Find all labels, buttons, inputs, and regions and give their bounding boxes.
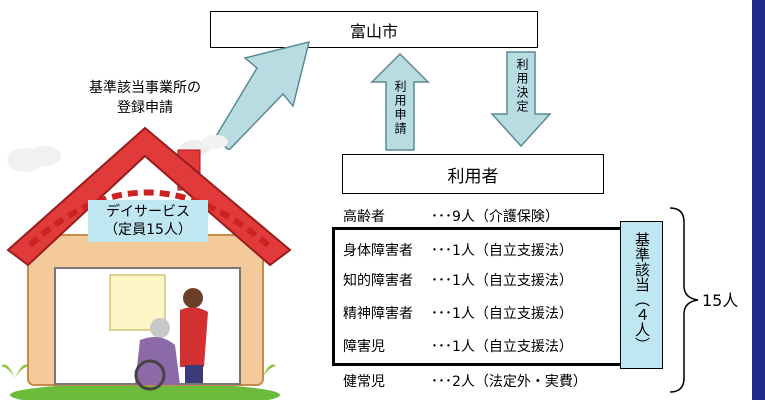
row-mental: 精神障害者 ･･･1人（自立支援法） <box>343 303 573 323</box>
row-detail: ･･･1人（自立支援法） <box>431 306 573 322</box>
total-brace <box>669 207 699 393</box>
row-detail: ･･･1人（自立支援法） <box>431 339 573 355</box>
row-elderly: 高齢者 ･･･9人（介護保険） <box>343 206 559 226</box>
row-healthy-child: 健常児 ･･･2人（法定外・実費） <box>343 371 587 391</box>
registration-arrow <box>214 40 311 150</box>
users-label: 利用者 <box>447 166 499 187</box>
users-box: 利用者 <box>342 154 604 194</box>
row-child: 障害児 ･･･1人（自立支援法） <box>343 336 573 356</box>
apply-text: 利用申請 <box>393 80 407 136</box>
row-category: 知的障害者 <box>343 273 413 289</box>
row-category: 障害児 <box>343 339 385 355</box>
city-box: 富山市 <box>210 11 538 48</box>
row-detail: ･･･1人（自立支援法） <box>431 243 573 259</box>
row-category: 高齢者 <box>343 209 385 225</box>
decision-text: 利用決定 <box>515 58 529 114</box>
kijun-label: 基準該当（４人） <box>633 232 651 352</box>
up-arrow <box>370 52 430 151</box>
row-category: 健常児 <box>343 374 385 390</box>
dayservice-label: デイサービス （定員15人） <box>88 200 208 242</box>
row-intellectual: 知的障害者 ･･･1人（自立支援法） <box>343 270 573 290</box>
row-physical: 身体障害者 ･･･1人（自立支援法） <box>343 240 573 260</box>
row-category: 身体障害者 <box>343 243 413 259</box>
dayservice-line1: デイサービス <box>106 204 190 220</box>
apply-label: 利用申請 <box>393 80 407 136</box>
row-detail: ･･･9人（介護保険） <box>431 209 559 225</box>
row-detail: ･･･1人（自立支援法） <box>431 273 573 289</box>
accent-bar <box>752 0 765 400</box>
down-arrow <box>490 51 552 148</box>
registration-line2: 登録申請 <box>117 100 173 116</box>
row-detail: ･･･2人（法定外・実費） <box>431 374 587 390</box>
city-label: 富山市 <box>349 21 398 41</box>
house-illustration <box>1 126 292 400</box>
registration-line1: 基準該当事業所の <box>89 80 201 96</box>
kijun-label-box: 基準該当（４人） <box>620 221 663 369</box>
decision-label: 利用決定 <box>515 58 529 114</box>
total-count: 15人 <box>702 291 739 310</box>
registration-label: 基準該当事業所の 登録申請 <box>55 78 235 118</box>
row-category: 精神障害者 <box>343 306 413 322</box>
dayservice-line2: （定員15人） <box>104 222 192 238</box>
